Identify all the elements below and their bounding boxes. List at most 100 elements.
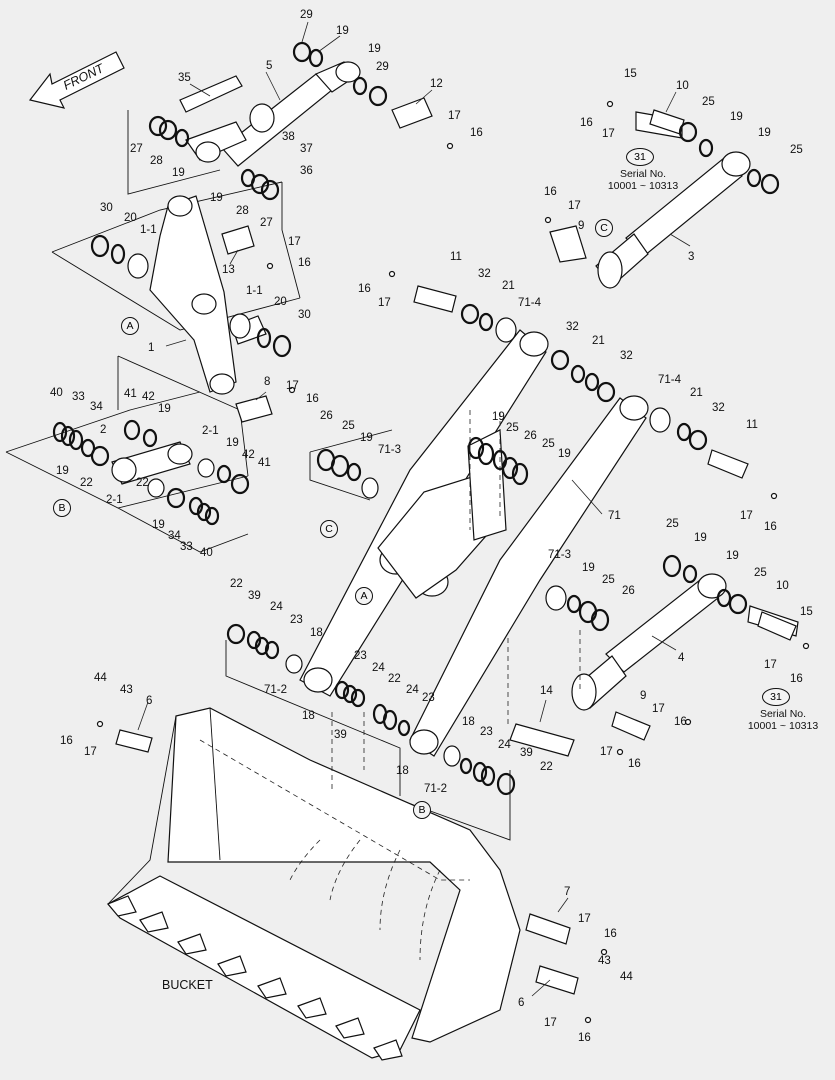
detail-ref-c: C — [595, 219, 613, 237]
detail-box-c — [309, 429, 393, 501]
callout-label: 30 — [298, 309, 311, 321]
bucket-label: BUCKET — [162, 978, 213, 992]
callout-label: 2 — [100, 424, 107, 436]
detail-ref-b: B — [53, 499, 71, 517]
callout-label: 22 — [80, 477, 93, 489]
callout-label: 25 — [790, 144, 803, 156]
callout-label: 24 — [270, 601, 283, 613]
callout-label: 3 — [688, 251, 695, 263]
callout-label: 19 — [558, 448, 571, 460]
callout-label: 19 — [726, 550, 739, 562]
callout-label: 17 — [544, 1017, 557, 1029]
front-arrow-icon — [28, 51, 125, 109]
callout-label: 16 — [628, 758, 641, 770]
callout-label: 16 — [358, 283, 371, 295]
callout-label: 34 — [168, 530, 181, 542]
detail-ref-a: A — [355, 587, 373, 605]
callout-label: 19 — [758, 127, 771, 139]
callout-label: 13 — [222, 264, 235, 276]
link-2 — [111, 441, 193, 485]
callout-label: 14 — [540, 685, 553, 697]
callout-label: 17 — [84, 746, 97, 758]
callout-label: 23 — [480, 726, 493, 738]
callout-label: 22 — [230, 578, 243, 590]
callout-label: 24 — [406, 684, 419, 696]
leader-lines — [137, 21, 691, 997]
callout-label: 25 — [602, 574, 615, 586]
callout-label: 18 — [302, 710, 315, 722]
callout-label: 42 — [142, 391, 155, 403]
callout-label: 35 — [178, 72, 191, 84]
callout-label: 43 — [120, 684, 133, 696]
callout-label: 36 — [300, 165, 313, 177]
callout-label: 17 — [578, 913, 591, 925]
callout-label: 28 — [236, 205, 249, 217]
callout-label: 17 — [600, 746, 613, 758]
callout-label: 17 — [288, 236, 301, 248]
callout-label: 71-4 — [658, 374, 682, 386]
callout-label: 17 — [286, 380, 299, 392]
callout-label: 19 — [360, 432, 373, 444]
callout-label: 1-1 — [246, 285, 263, 297]
callout-label: 11 — [746, 419, 758, 431]
callout-label: 38 — [282, 131, 295, 143]
callout-label: 22 — [136, 477, 149, 489]
callout-label: 71-2 — [264, 684, 288, 696]
callout-label: 40 — [200, 547, 213, 559]
callout-label: 18 — [462, 716, 475, 728]
callout-label: 11 — [450, 251, 462, 263]
callout-label: 17 — [602, 128, 615, 140]
callout-label: 19 — [582, 562, 595, 574]
callout-label: 19 — [694, 532, 707, 544]
callout-label: 1 — [148, 342, 155, 354]
callout-label: 27 — [260, 217, 273, 229]
serial-note-upper-line2: 10001 ~ 10313 — [607, 180, 679, 192]
callout-label: 25 — [666, 518, 679, 530]
callout-label: 6 — [518, 997, 525, 1009]
callout-label: 37 — [300, 143, 313, 155]
callout-label: 16 — [578, 1032, 591, 1044]
bell-crank — [149, 195, 237, 395]
callout-label: 16 — [674, 716, 687, 728]
callout-label: 43 — [598, 955, 611, 967]
serial-note-upper: Serial No. 10001 ~ 10313 — [596, 168, 690, 192]
callout-label: 39 — [334, 729, 347, 741]
callout-label: 19 — [492, 411, 505, 423]
callout-label: 8 — [264, 376, 271, 388]
callout-label: 25 — [542, 438, 555, 450]
callout-label: 39 — [248, 590, 261, 602]
callout-label: 25 — [754, 567, 767, 579]
callout-label: 16 — [604, 928, 617, 940]
callout-label: 15 — [800, 606, 813, 618]
callout-label: 24 — [372, 662, 385, 674]
callout-label: 19 — [56, 465, 69, 477]
callout-label: 20 — [124, 212, 137, 224]
callout-label: 71-2 — [424, 783, 448, 795]
callout-label: 41 — [124, 388, 137, 400]
callout-label: 29 — [376, 61, 389, 73]
callout-label: 25 — [506, 422, 519, 434]
callout-label: 25 — [702, 96, 715, 108]
callout-label: 22 — [388, 673, 401, 685]
callout-label: 4 — [678, 652, 685, 664]
callout-label: 2-1 — [202, 425, 219, 437]
bolts — [96, 100, 810, 1024]
callout-label: 24 — [498, 739, 511, 751]
callout-label: 71 — [608, 510, 621, 522]
callout-label: 19 — [730, 111, 743, 123]
callout-label: 29 — [300, 9, 313, 21]
callout-label: 32 — [478, 268, 491, 280]
callout-label: 19 — [336, 25, 349, 37]
bucket-cylinder-upper — [179, 61, 361, 167]
callout-label: 2-1 — [106, 494, 123, 506]
serial-note-ref-upper: 31 — [626, 148, 654, 166]
callout-label: 6 — [146, 695, 153, 707]
bucket-teeth — [107, 895, 403, 1061]
bucket — [107, 707, 521, 1059]
detail-ref-c: C — [320, 520, 338, 538]
callout-label: 26 — [320, 410, 333, 422]
callout-label: 23 — [354, 650, 367, 662]
lift-cylinder-right — [571, 573, 799, 711]
